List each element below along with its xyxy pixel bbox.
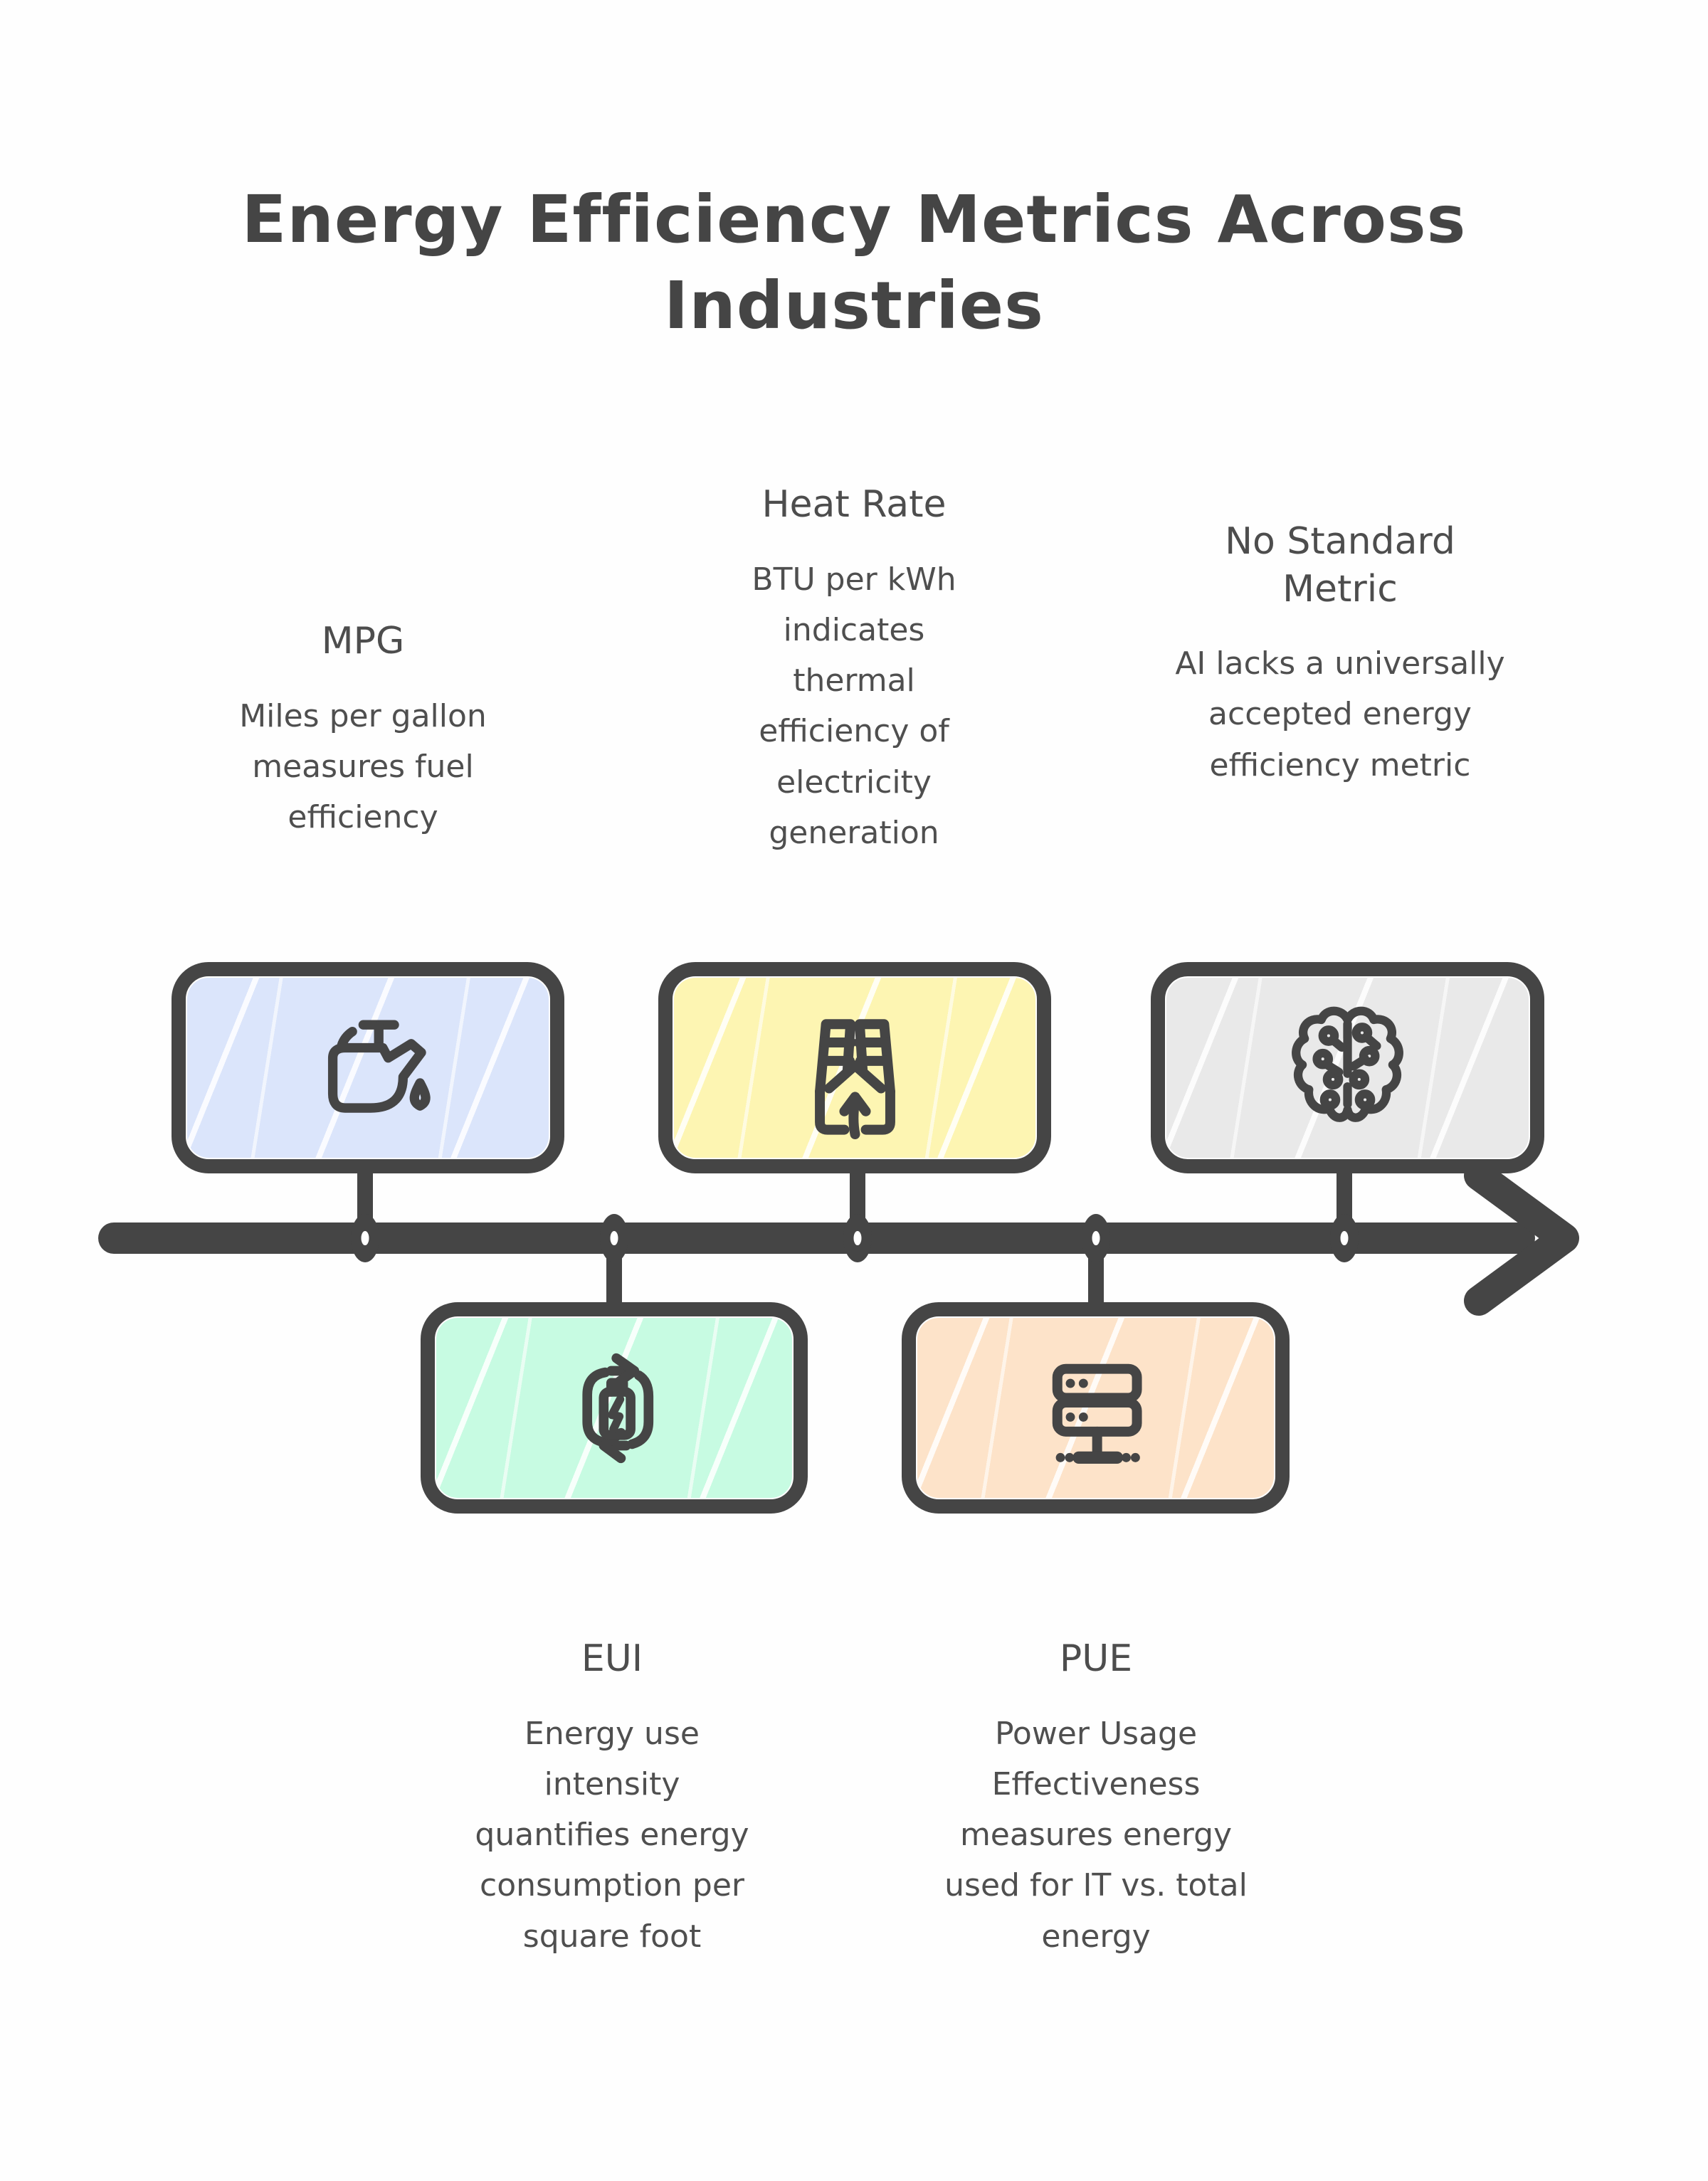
metric-label-heat-rate: Heat Rate	[761, 483, 947, 526]
card-eui	[421, 1302, 808, 1514]
card-fill-no-standard-metric	[1166, 978, 1529, 1158]
card-no-standard-metric	[1151, 962, 1544, 1173]
timeline-arrowhead-icon	[1464, 1161, 1579, 1316]
note-no-standard-metric: No Standard Metric AI lacks a universall…	[1173, 518, 1507, 791]
metric-description-eui: Energy use intensity quantifies energy c…	[475, 1715, 749, 1955]
timeline-node-center	[853, 1231, 862, 1245]
timeline-node-center	[610, 1231, 618, 1245]
page-title-line1: Energy Efficiency Metrics Across	[241, 181, 1467, 258]
timeline-node-center	[1092, 1231, 1100, 1245]
metric-description-no-standard-metric: AI lacks a universally accepted energy e…	[1175, 645, 1505, 783]
page-title-line2: Industries	[664, 268, 1044, 344]
note-heat-rate: Heat Rate BTU per kWh indicates thermal …	[726, 481, 982, 858]
note-mpg: MPG Miles per gallon measures fuel effic…	[214, 618, 512, 843]
card-fill-pue	[917, 1318, 1274, 1498]
metric-description-mpg: Miles per gallon measures fuel efficienc…	[239, 697, 487, 836]
card-pue	[902, 1302, 1290, 1514]
server-rack-icon	[1052, 1363, 1142, 1464]
ai-brain-icon	[1292, 1006, 1403, 1122]
metric-description-heat-rate: BTU per kWh indicates thermal efficiency…	[752, 561, 956, 851]
note-pue: PUE Power Usage Effectiveness measures e…	[943, 1635, 1249, 1962]
metric-label-no-standard-metric: No Standard Metric	[1225, 520, 1455, 611]
oil-can-icon	[327, 1020, 431, 1113]
metric-label-eui: EUI	[581, 1637, 643, 1680]
card-mpg	[172, 962, 564, 1173]
card-heat-rate	[658, 962, 1051, 1173]
battery-recycle-icon	[582, 1353, 654, 1463]
card-fill-mpg	[187, 978, 549, 1158]
timeline-node-center	[361, 1231, 369, 1245]
metric-label-pue: PUE	[1059, 1637, 1133, 1680]
timeline-arrow	[98, 1161, 1579, 1316]
timeline-nodes	[351, 1214, 1359, 1262]
note-eui: EUI Energy use intensity quantifies ener…	[470, 1635, 754, 1962]
timeline-node-center	[1340, 1231, 1349, 1245]
metric-label-mpg: MPG	[321, 620, 405, 662]
power-plant-icon	[814, 1019, 895, 1140]
server-indicator-dots	[1055, 1378, 1140, 1462]
metric-description-pue: Power Usage Effectiveness measures energ…	[944, 1715, 1248, 1955]
